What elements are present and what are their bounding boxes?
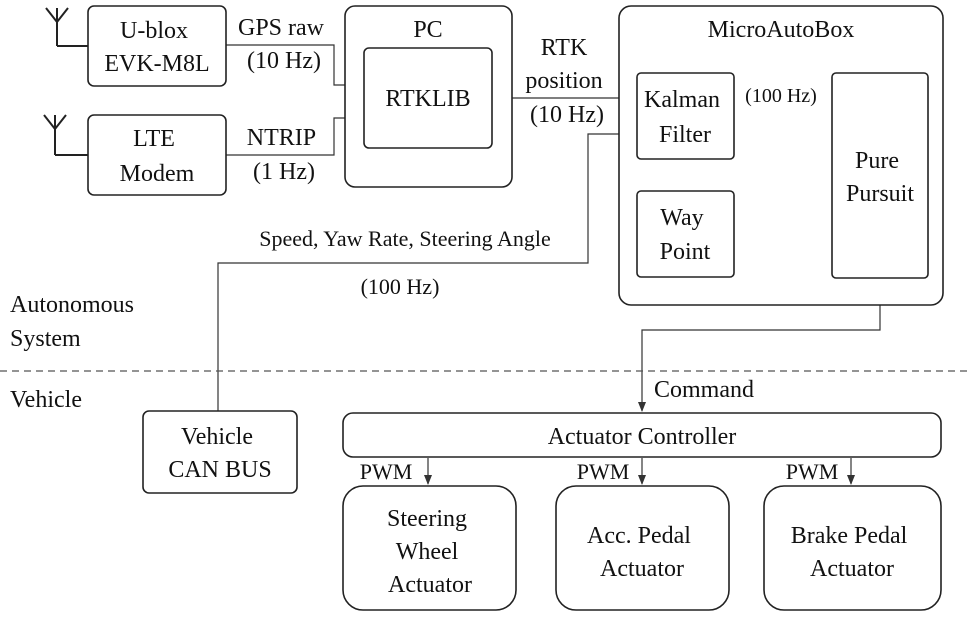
ublox-label: U-blox EVK-M8L [104,18,209,77]
ublox-box [87,5,227,87]
brake-pedal-actuator-label: Brake Pedal Actuator [791,523,914,582]
pwm-steering-label: PWM [360,459,413,484]
kalman-filter-box [636,72,735,160]
kalman-filter-label: Kalman Filter [644,87,726,148]
pc-label: PC [413,17,442,43]
kalman-rate-label: (100 Hz) [745,85,817,107]
actuator-controller-label: Actuator Controller [548,424,737,450]
lte-modem-box [87,114,227,196]
pure-pursuit-box [831,72,929,279]
microautobox-label: MicroAutoBox [708,17,855,43]
waypoint-label: Way Point [660,205,711,265]
acc-pedal-actuator-label: Acc. Pedal Actuator [587,523,697,582]
ntrip-label: NTRIP (1 Hz) [247,125,321,185]
autonomous-system-region-label: Autonomous System [10,292,140,352]
acc-pedal-actuator-box [555,485,730,611]
can-feedback-wire [217,130,635,411]
pure-pursuit-label: Pure Pursuit [846,148,914,207]
brake-pedal-actuator-box [763,485,942,611]
rtklib-label: RTKLIB [385,86,470,112]
pwm-acc-label: PWM [577,459,630,484]
rtklib-box [363,47,493,149]
steering-actuator-box [342,485,517,611]
pwm-brake-label: PWM [786,459,839,484]
vehicle-region-label: Vehicle [10,387,82,413]
lte-antenna-icon [43,114,88,156]
command-label: Command [654,377,754,403]
steering-actuator-label: Steering Wheel Actuator [387,506,473,598]
actuator-controller-box [342,412,942,458]
gps-antenna-icon [45,7,88,47]
vehicle-signals-rate-label: (100 Hz) [361,274,440,299]
gps-raw-label: GPS raw (10 Hz) [238,15,330,74]
lte-modem-label: LTE Modem [120,126,195,187]
can-bus-box [142,410,298,494]
vehicle-signals-label: Speed, Yaw Rate, Steering Angle [259,226,550,251]
can-bus-label: Vehicle CAN BUS [168,424,271,483]
rtk-position-label: RTK position (10 Hz) [525,35,608,128]
waypoint-box [636,190,735,278]
